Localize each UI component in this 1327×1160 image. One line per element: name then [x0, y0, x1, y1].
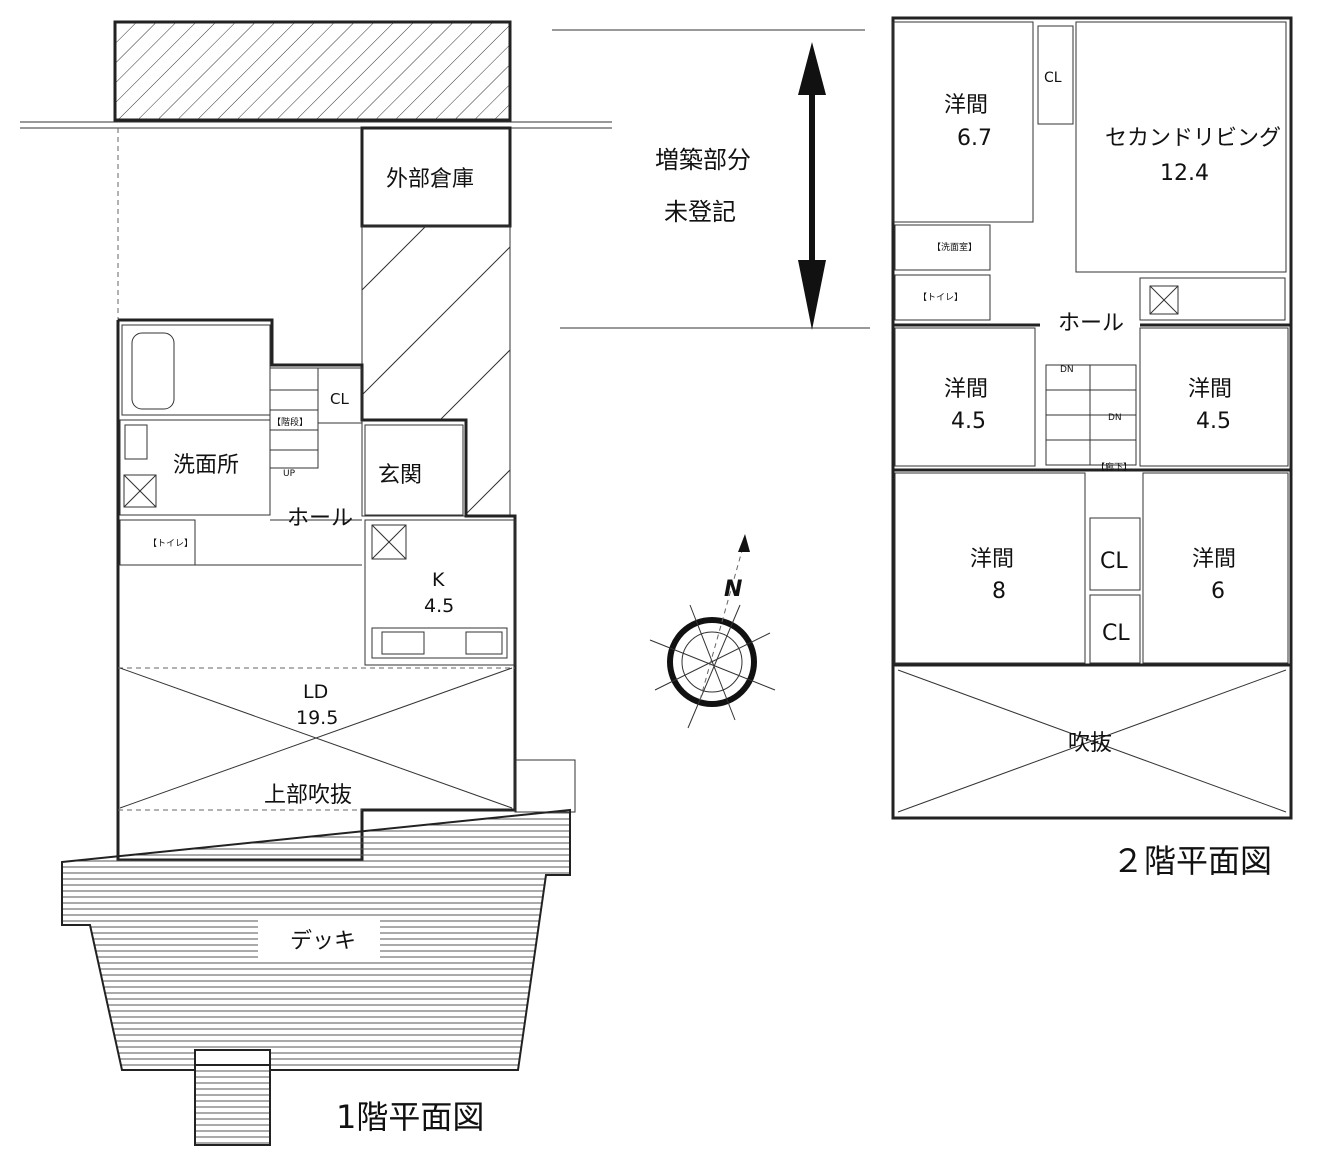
- western-a-size: 6.7: [957, 126, 992, 151]
- extension-label-line1: 増築部分: [655, 146, 751, 174]
- side-step: [514, 759, 576, 813]
- western-d-name: 洋間: [970, 547, 1014, 572]
- western-b-name: 洋間: [944, 377, 988, 402]
- second-living: [1075, 21, 1287, 273]
- hall-label-floor1: ホール: [287, 506, 353, 531]
- kitchen-name-label: K: [432, 569, 445, 591]
- kitchen-size-label: 4.5: [424, 595, 454, 617]
- second-living-name: セカンドリビング: [1105, 126, 1281, 151]
- sink: [381, 631, 425, 655]
- hatched-outdoor-area: [113, 20, 512, 122]
- storage-label: 外部倉庫: [386, 167, 474, 192]
- closet-top-label: CL: [1044, 70, 1062, 86]
- closet-floor1: [317, 367, 363, 424]
- western-c-size: 4.5: [1196, 409, 1231, 434]
- extension-marker: [552, 29, 870, 330]
- up-tag: UP: [283, 469, 296, 479]
- western-room-6: [1142, 472, 1289, 664]
- western-room-67: [892, 21, 1034, 223]
- stove: [465, 631, 503, 655]
- floor2-title: ２階平面図: [1112, 842, 1272, 880]
- kitchen-area: [364, 519, 516, 666]
- deck-stairs: [194, 1064, 271, 1146]
- compass-north-label: N: [724, 577, 742, 602]
- western-c-name: 洋間: [1188, 377, 1232, 402]
- fridge: [371, 524, 407, 560]
- utility-counter: [1139, 277, 1286, 321]
- closet-label-floor1: CL: [330, 390, 349, 408]
- toilet-tag-floor1: 【トイレ】: [148, 538, 193, 549]
- washer: [123, 474, 157, 508]
- washroom-label: 洗面所: [173, 453, 239, 478]
- western-a-name: 洋間: [944, 93, 988, 118]
- floor1-plan: [20, 20, 612, 1146]
- western-b-size: 4.5: [951, 409, 986, 434]
- entrance-area: [364, 424, 464, 516]
- western-room-45-left: [894, 327, 1036, 467]
- toilet-floor2: [894, 274, 991, 321]
- closet-mid: [1089, 517, 1141, 591]
- floor1-title: 1階平面図: [336, 1098, 484, 1136]
- washroom-tag-floor2: 【洗面室】: [932, 241, 977, 253]
- floor2-outer-wall: [891, 16, 1293, 820]
- closet-top: [1037, 25, 1074, 125]
- washbasin: [124, 424, 148, 460]
- kitchen-counter: [371, 627, 508, 659]
- western-d-size: 8: [992, 579, 1006, 604]
- western-e-name: 洋間: [1192, 547, 1236, 572]
- dn-tag-2: DN: [1108, 413, 1122, 423]
- stairs-tag: 【階段】: [272, 416, 308, 428]
- closet-mid-label: CL: [1100, 549, 1128, 574]
- corridor-tag: 【廊下】: [1096, 461, 1132, 473]
- closet-low-label: CL: [1102, 621, 1130, 646]
- hall-label-floor2: ホール: [1058, 311, 1124, 336]
- void-label: 吹抜: [1068, 731, 1112, 756]
- void-above-label: 上部吹抜: [264, 783, 352, 808]
- bathroom: [121, 324, 271, 416]
- entrance-label: 玄関: [378, 463, 422, 488]
- deck-label: デッキ: [290, 929, 356, 954]
- bathtub: [131, 332, 175, 410]
- second-living-size: 12.4: [1160, 161, 1209, 186]
- western-room-8: [894, 472, 1086, 664]
- ld-size-label: 19.5: [296, 707, 338, 729]
- toilet-tag-floor2: 【トイレ】: [918, 292, 963, 303]
- western-room-45-right: [1139, 327, 1289, 467]
- floor2-plan: [891, 16, 1293, 820]
- closet-low: [1089, 594, 1141, 664]
- dn-tag-1: DN: [1060, 365, 1074, 375]
- western-e-size: 6: [1211, 579, 1225, 604]
- compass: [649, 534, 776, 729]
- extension-label-line2: 未登記: [664, 198, 736, 226]
- washroom-floor2: [894, 224, 991, 271]
- ld-name-label: LD: [303, 681, 328, 703]
